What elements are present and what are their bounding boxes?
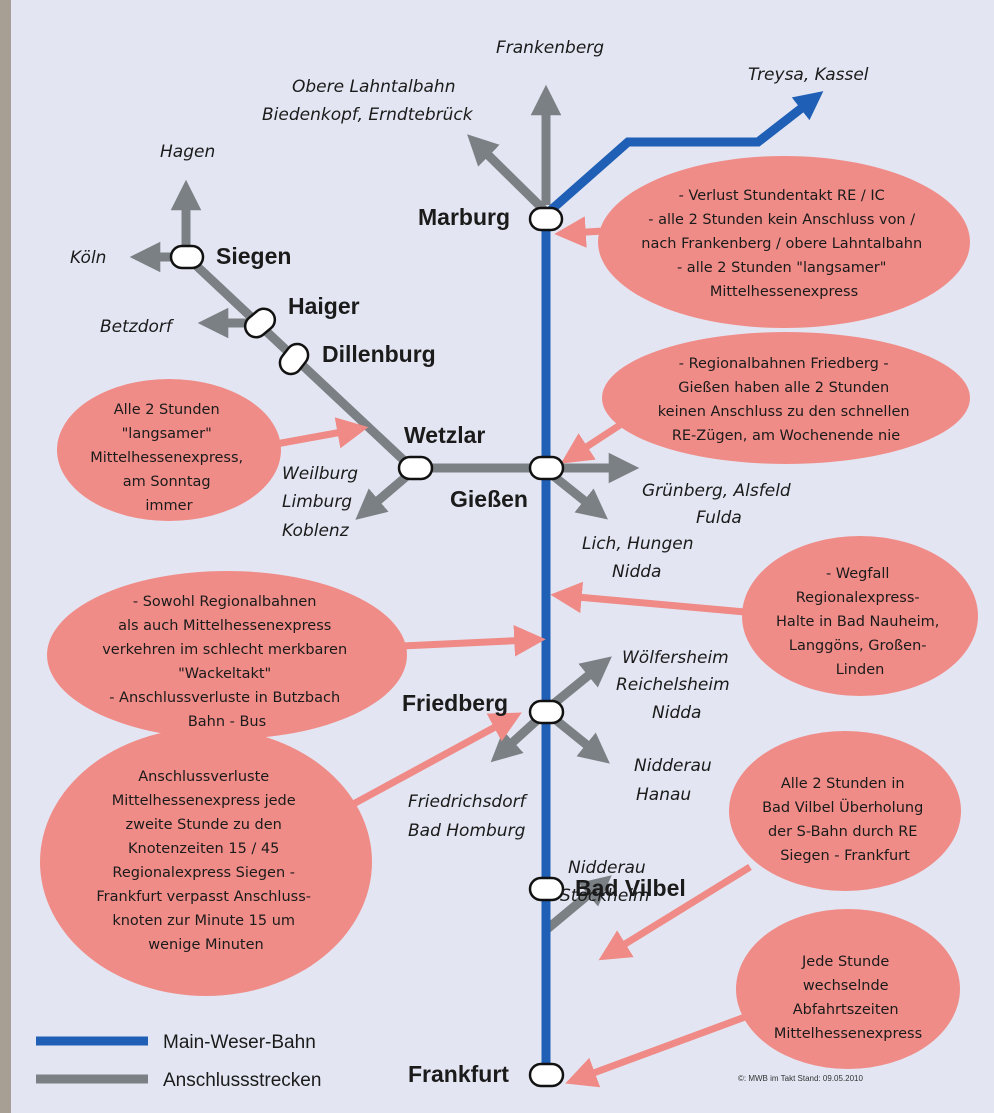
dest-stockheim: Stockheim [560,886,650,906]
note-giessen-bubble [602,332,970,464]
station-giessen: Gießen [450,486,528,512]
dest-lahntal-1: Obere Lahntalbahn [292,77,455,97]
dillenburg-marker[interactable] [275,340,312,379]
station-dillenburg: Dillenburg [322,341,436,367]
dest-gruenberg: Grünberg, Alsfeld [642,481,791,501]
dest-treysa-kassel: Treysa, Kassel [748,65,869,85]
note-arrows [275,216,766,1088]
wetzlar-marker[interactable] [397,455,434,481]
dest-betzdorf: Betzdorf [100,317,175,337]
arrow-jede-note [565,1006,766,1088]
dest-limburg: Limburg [282,492,352,512]
dest-weilburg: Weilburg [282,464,358,484]
note-regional: - Sowohl Regionalbahnen als auch Mittelh… [102,594,352,730]
note-wegfall-bubble [742,536,978,696]
giessen-marker[interactable] [528,455,565,481]
bad-vilbel-marker[interactable] [528,876,565,902]
note-marburg: - Verlust Stundentakt RE / IC - alle 2 S… [641,188,927,300]
line-stockheim [543,875,612,934]
note-marburg-bubble [598,156,970,328]
note-bubbles [40,156,978,1069]
dest-fulda: Fulda [696,508,742,528]
station-labels: Marburg Siegen Haiger Dillenburg Wetzlar… [216,204,686,1087]
note-wetzlar-bubble [57,379,281,521]
dest-hagen: Hagen [160,142,215,162]
cut-off-title [11,0,994,14]
haiger-marker[interactable] [241,304,280,341]
station-bad-vilbel: Bad Vilbel [575,875,686,901]
dest-friedrichsdorf: Friedrichsdorf [408,792,529,812]
note-badvilbel-bubble [729,731,961,891]
note-jede-bubble [736,909,960,1069]
dest-lich: Lich, Hungen [582,534,693,554]
note-wegfall: - Wegfall Regionalexpress- Halte in Bad … [776,566,944,678]
credit-text: ©: MWB im Takt Stand: 09.05.2010 [738,1074,863,1083]
station-markers [169,206,565,1088]
friedberg-marker[interactable] [528,699,565,725]
station-frankfurt: Frankfurt [408,1061,509,1087]
note-anschluss: Anschlussverluste Mittelhessenexpress je… [96,769,315,953]
arrow-regional-note [401,625,546,657]
note-badvilbel: Alle 2 Stunden in Bad Vilbel Überholung … [762,776,928,864]
station-haiger: Haiger [288,293,360,319]
dest-bad-homburg: Bad Homburg [408,821,526,841]
dest-stockheim-nidderau: Nidderau [568,858,646,878]
arrow-badvilbel-note [598,864,752,961]
arrow-anschluss-note [344,712,522,812]
dest-koeln: Köln [70,248,106,268]
dest-reichelsheim: Reichelsheim [616,675,730,695]
note-anschluss-bubble [40,728,372,996]
dest-hanau: Hanau [636,785,691,805]
dest-frankenberg: Frankenberg [496,38,604,58]
dest-lich-nidda: Nidda [612,562,661,582]
note-wetzlar: Alle 2 Stunden "langsamer" Mittelhessene… [90,402,248,514]
note-jede: Jede Stunde wechselnde Abfahrtszeiten Mi… [774,954,922,1042]
siegen-marker[interactable] [169,244,205,270]
dest-koblenz: Koblenz [282,521,350,541]
note-regional-bubble [47,571,407,739]
station-wetzlar: Wetzlar [404,422,485,448]
main-weser-line [541,91,824,1075]
dest-woelf-nidda: Nidda [652,703,701,723]
note-texts: - Verlust Stundentakt RE / IC - alle 2 S… [90,188,944,1042]
left-border [0,0,11,1113]
arrow-wegfall-note [550,581,746,616]
legend-main-label: Main-Weser-Bahn [163,1032,316,1053]
legend-connection-label: Anschlussstrecken [163,1070,321,1091]
legend: Main-Weser-Bahn Anschlussstrecken [36,1032,321,1091]
arrow-wetzlar-note [275,417,369,449]
dest-woelfersheim: Wölfersheim [622,648,729,668]
marburg-marker[interactable] [528,206,564,232]
dest-lahntal-2: Biedenkopf, Erndtebrück [262,105,474,125]
line-lahntal [467,134,550,216]
frankfurt-marker[interactable] [528,1062,565,1088]
note-giessen: - Regionalbahnen Friedberg - Gießen habe… [658,356,914,444]
arrow-giessen-note [560,422,622,464]
destination-labels: Frankenberg Treysa, Kassel Obere Lahntal… [70,38,869,906]
station-marburg: Marburg [418,204,510,230]
station-siegen: Siegen [216,243,291,269]
station-friedberg: Friedberg [402,690,508,716]
dest-nidderau: Nidderau [634,756,712,776]
